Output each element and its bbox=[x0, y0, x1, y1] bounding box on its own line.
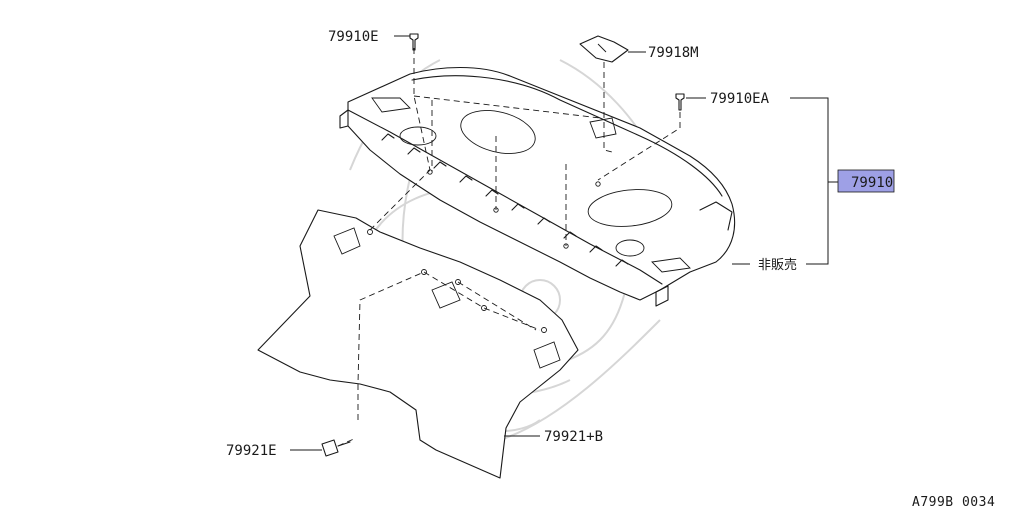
callout-79910EA[interactable]: 79910EA bbox=[710, 91, 770, 107]
rear-floor-trim-panel bbox=[257, 209, 579, 479]
rear-parcel-shelf bbox=[339, 67, 736, 307]
callout-79910E[interactable]: 79910E bbox=[328, 29, 379, 45]
fasteners bbox=[321, 33, 685, 457]
assembly-dashed-lines bbox=[337, 48, 681, 447]
callout-79921E[interactable]: 79921E bbox=[226, 443, 277, 459]
leader-lines bbox=[290, 35, 844, 451]
figure-reference: A799B 0034 bbox=[912, 495, 995, 510]
callout-not-for-sale: 非販売 bbox=[758, 257, 797, 273]
callout-79921B[interactable]: 79921+B bbox=[544, 429, 603, 445]
part-number-highlight bbox=[837, 169, 895, 193]
callout-79918M[interactable]: 79918M bbox=[648, 45, 699, 61]
callout-79910[interactable]: 79910 bbox=[851, 175, 893, 191]
